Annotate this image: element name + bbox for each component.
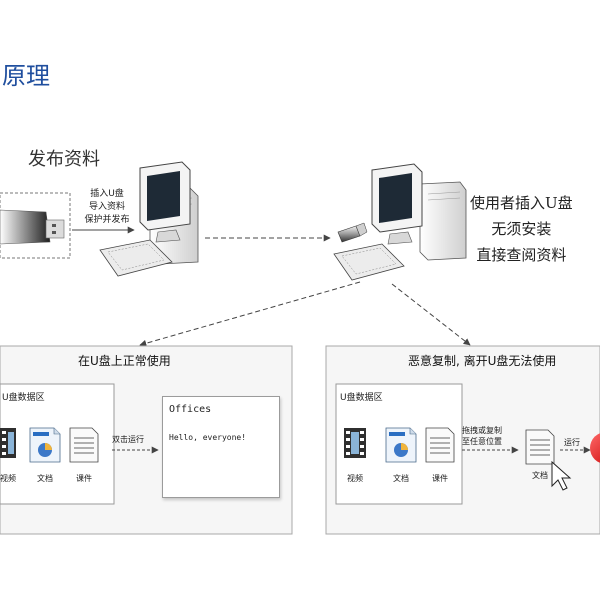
offices-title: Offices bbox=[169, 404, 212, 415]
diagram-title: 原理 bbox=[2, 62, 50, 90]
run-label-right: 运行 bbox=[564, 438, 580, 447]
left-item-document: 文档 bbox=[37, 474, 53, 483]
drag-label: 拖拽或复制 至任意位置 bbox=[462, 425, 502, 447]
courseware-file-icon bbox=[425, 427, 455, 463]
use-arrow-left bbox=[139, 281, 361, 347]
offices-window: Offices Hello, everyone! bbox=[162, 396, 280, 498]
error-stop-icon bbox=[590, 433, 600, 463]
drag-label-line1: 拖拽或复制 bbox=[462, 426, 502, 435]
document-file-icon bbox=[385, 427, 417, 463]
copied-document-icon bbox=[525, 429, 555, 465]
usb-drive-icon bbox=[0, 192, 71, 259]
right-item-video: 视频 bbox=[347, 474, 363, 483]
document-file-icon bbox=[29, 427, 61, 463]
mouse-cursor-icon bbox=[551, 460, 572, 491]
copied-doc-label: 文档 bbox=[532, 471, 548, 480]
right-panel-title: 恶意复制, 离开U盘无法使用 bbox=[408, 354, 557, 368]
step-import: 导入资料 bbox=[88, 202, 125, 212]
left-panel-title: 在U盘上正常使用 bbox=[78, 354, 171, 368]
right-zone-title: U盘数据区 bbox=[340, 393, 383, 403]
drag-label-line2: 至任意位置 bbox=[462, 437, 502, 446]
user-note-line3: 直接查阅资料 bbox=[476, 246, 567, 264]
user-computer-icon bbox=[333, 163, 467, 281]
left-run-label: 双击运行 bbox=[112, 435, 144, 444]
user-note-line2: 无须安装 bbox=[491, 220, 552, 238]
courseware-file-icon bbox=[69, 427, 99, 463]
publish-label: 发布资料 bbox=[28, 149, 100, 170]
step-protect: 保护并发布 bbox=[84, 215, 130, 225]
left-zone-title: U盘数据区 bbox=[2, 393, 45, 403]
offices-content: Hello, everyone! bbox=[169, 433, 247, 442]
left-item-video: 视频 bbox=[0, 474, 16, 483]
usb-stick-icon bbox=[337, 222, 368, 243]
left-item-courseware: 课件 bbox=[76, 474, 92, 483]
user-note: 使用者插入U盘 无须安装 直接查阅资料 bbox=[470, 190, 573, 268]
use-arrow-right bbox=[391, 283, 471, 346]
video-file-icon bbox=[0, 428, 16, 458]
right-item-courseware: 课件 bbox=[432, 474, 448, 483]
right-item-document: 文档 bbox=[393, 474, 409, 483]
video-file-icon bbox=[344, 428, 366, 458]
step-insert: 插入U盘 bbox=[90, 189, 124, 199]
publisher-computer-icon bbox=[99, 161, 199, 277]
user-note-line1: 使用者插入U盘 bbox=[470, 194, 573, 212]
publish-steps: 插入U盘 导入资料 保护并发布 bbox=[76, 188, 138, 227]
